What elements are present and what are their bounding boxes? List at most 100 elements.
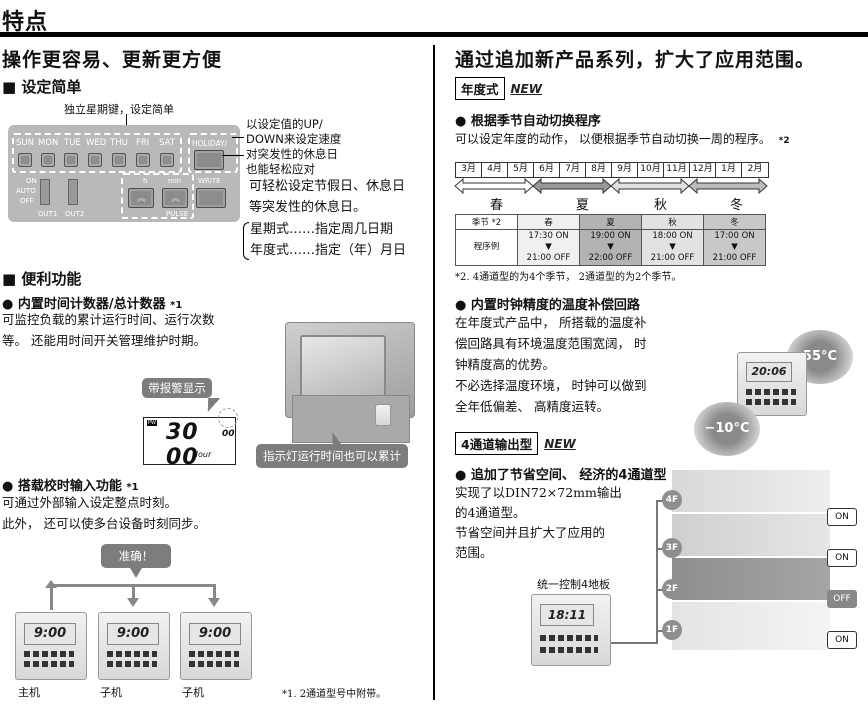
pw-indicator: PW	[147, 420, 157, 426]
month-cell: 11月	[664, 163, 690, 177]
table-cell: 秋	[641, 214, 704, 230]
day-label-thu: THU	[110, 138, 128, 148]
day-keys-highlight	[12, 133, 182, 173]
status-4f: ON	[827, 508, 857, 526]
annot-line: 对突发性的休息日	[246, 147, 338, 161]
body-line: 此外， 还可以使多台设备时刻同步。	[2, 516, 206, 531]
month-cell: 12月	[690, 163, 716, 177]
lcd-unit: Hour	[192, 450, 212, 459]
status-1f: ON	[827, 631, 857, 649]
four-channel-label: 4通道输出型	[455, 432, 539, 455]
season-arrows	[454, 178, 768, 194]
new-badge: NEW	[544, 436, 576, 451]
page-title: 特点	[2, 10, 49, 35]
callout-line	[232, 137, 244, 138]
table-header-row: 季节 *2 春 夏 秋 冬	[455, 214, 766, 230]
callout-line	[222, 155, 244, 156]
footnote-ref: *2	[778, 136, 790, 146]
season-label-spring: 春	[490, 198, 504, 213]
body-line: 可通过外部输入设定整点时刻。	[2, 495, 178, 510]
control-wire	[611, 642, 657, 644]
footnote-2: *2. 4通道型的为4个季节， 2通道型的为2个季节。	[455, 272, 682, 283]
season-body: 可以设定年度的动作， 以便根据季节自动切换一周的程序。 *2	[455, 129, 790, 152]
master-device: 9:00	[15, 612, 87, 680]
write-label: WRITE	[198, 177, 221, 185]
wed-key[interactable]	[88, 153, 102, 167]
body-line: 实现了以DIN72×72mm输出	[455, 485, 622, 500]
sun-key[interactable]	[18, 153, 32, 167]
table-cell: 冬	[703, 214, 766, 230]
body-line: 等。 还能用时间开关管理维护时期。	[2, 333, 206, 348]
low-temp-badge: −10°C	[694, 402, 760, 456]
down-arrow-icon	[127, 598, 139, 607]
device-keys	[746, 399, 796, 405]
out2-switch[interactable]	[68, 179, 78, 205]
month-cell: 9月	[612, 163, 638, 177]
holiday-label: HOLIDAY/	[192, 139, 228, 148]
off-time: 21:00 OFF	[650, 253, 695, 263]
hour-up-key[interactable]: ︽	[128, 188, 154, 208]
up-chevron-icon: ︽	[137, 194, 147, 204]
sat-key[interactable]	[160, 153, 174, 167]
alarm-highlight-circle	[218, 408, 238, 428]
slave-device-1: 9:00	[98, 612, 170, 680]
slave-device-2: 9:00	[180, 612, 252, 680]
thu-key[interactable]	[112, 153, 126, 167]
device-lcd: 20:06	[746, 362, 792, 382]
timer-device-icon	[375, 404, 391, 426]
switch-label-on: ON	[26, 177, 37, 185]
tue-key[interactable]	[64, 153, 78, 167]
device-keys	[540, 635, 598, 641]
alarm-bubble: 带报警显示	[142, 378, 212, 398]
fri-key[interactable]	[136, 153, 150, 167]
setup-annotation-big: 可轻松设定节假日、休息日 等突发性的休息日。	[249, 176, 405, 218]
oven-window	[300, 335, 386, 397]
day-label-sat: SAT	[159, 138, 175, 148]
slave2-down-arrow	[213, 584, 216, 600]
new-badge: NEW	[510, 81, 542, 96]
down-triangle-icon: ▼	[669, 242, 676, 252]
holiday-key[interactable]	[194, 150, 224, 170]
month-strip: 3月 4月 5月 6月 7月 8月 9月 10月 11月 12月 1月 2月	[455, 162, 769, 178]
master-label: 主机	[18, 686, 40, 699]
footnote-ref: *1	[126, 482, 139, 493]
device-keys	[107, 661, 157, 667]
floor-badge-1f: 1F	[662, 620, 682, 640]
mon-key[interactable]	[41, 153, 55, 167]
oven-base	[292, 395, 410, 443]
min-label: min	[168, 177, 182, 185]
master-up-arrow	[50, 584, 53, 610]
temp-body: 在年度式产品中， 所搭载的温度补 偿回路具有环境温度范围宽阔， 时 钟精度高的优…	[455, 312, 646, 417]
setup-top-caption: 独立星期键，设定简单	[64, 103, 174, 116]
down-triangle-icon: ▼	[731, 242, 738, 252]
down-arrow-icon	[208, 598, 220, 607]
table-cell: 19:00 ON▼22:00 OFF	[579, 229, 642, 266]
status-3f: ON	[827, 549, 857, 567]
table-cell: 季节 *2	[455, 214, 518, 230]
annual-type-header: 年度式 NEW	[455, 77, 542, 100]
off-time: 21:00 OFF	[712, 253, 757, 263]
season-label-summer: 夏	[576, 198, 590, 213]
out1-label: OUT1	[38, 210, 58, 218]
floor-3f	[672, 514, 830, 556]
floor-1f	[672, 602, 830, 650]
write-key[interactable]	[196, 188, 226, 208]
caption-pointer	[126, 114, 127, 130]
table-cell: 17:00 ON▼21:00 OFF	[703, 229, 766, 266]
h-label: h	[143, 177, 148, 185]
body-line: 在年度式产品中， 所搭载的温度补	[455, 315, 647, 330]
convenience-title: ■ 便利功能	[2, 270, 82, 288]
season-title: ● 根据季节自动切换程序	[455, 114, 601, 129]
body-line: 节省空间并且扩大了应用的	[455, 525, 606, 540]
month-cell: 7月	[560, 163, 586, 177]
annot-line: 以设定值的UP/	[246, 117, 323, 131]
on-time: 17:30 ON	[528, 231, 569, 241]
month-cell: 3月	[456, 163, 482, 177]
program-table: 季节 *2 春 夏 秋 冬 程序例 17:30 ON▼21:00 OFF 19:…	[455, 214, 766, 266]
min-up-key[interactable]: ︽	[162, 188, 188, 208]
up-chevron-icon: ︽	[171, 194, 181, 204]
body-line: 不必选择温度环境， 时钟可以做到	[455, 378, 647, 393]
month-cell: 2月	[747, 164, 763, 174]
slave-label-1: 子机	[100, 686, 122, 699]
out1-switch[interactable]	[40, 179, 50, 205]
